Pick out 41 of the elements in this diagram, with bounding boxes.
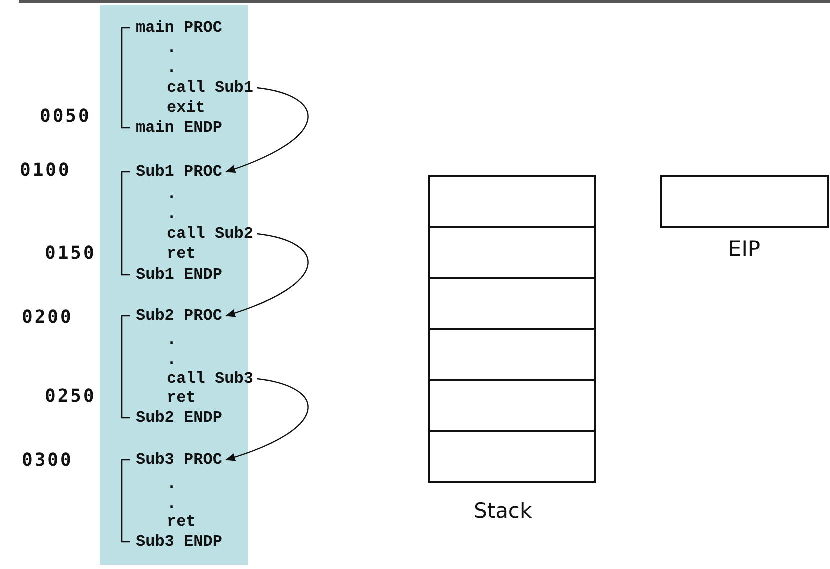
code-line: Sub1 PROC — [136, 162, 222, 182]
code-line: ret — [167, 388, 196, 408]
stack-slot — [428, 328, 596, 381]
code-line: . — [167, 184, 177, 204]
call-arrow — [225, 233, 309, 317]
code-line: . — [167, 474, 177, 494]
code-line: ret — [167, 244, 196, 264]
address-label: 0100 — [20, 160, 72, 182]
code-line: call Sub3 — [167, 369, 254, 389]
address-label: 0050 — [40, 106, 92, 128]
code-line: . — [167, 38, 177, 58]
address-label: 0200 — [22, 307, 74, 329]
call-arrow — [225, 87, 308, 173]
code-line: Sub2 ENDP — [136, 408, 222, 428]
stack-label: Stack — [474, 498, 532, 524]
code-line: Sub1 ENDP — [136, 265, 222, 285]
code-line: main ENDP — [136, 118, 222, 138]
code-line: . — [167, 350, 177, 370]
code-line: Sub2 PROC — [136, 306, 222, 326]
code-line: ret — [167, 512, 196, 532]
stack-slot — [428, 226, 596, 279]
address-label: 0150 — [45, 243, 96, 265]
stack-slot — [428, 379, 596, 432]
code-line: . — [167, 330, 177, 350]
code-line: . — [167, 494, 177, 514]
code-line: main PROC — [136, 18, 222, 38]
stack-slot — [428, 430, 596, 483]
stack-slot — [428, 277, 596, 330]
code-line: . — [167, 58, 177, 78]
code-line: call Sub1 — [167, 78, 254, 98]
code-line: Sub3 ENDP — [136, 532, 222, 552]
address-label: 0250 — [45, 386, 96, 408]
code-line: call Sub2 — [167, 224, 254, 244]
code-line: exit — [167, 98, 206, 118]
call-arrow — [225, 378, 309, 461]
code-line: Sub3 PROC — [136, 450, 222, 470]
register-label: EIP — [727, 236, 762, 262]
register-box — [660, 175, 829, 228]
address-label: 0300 — [22, 450, 74, 472]
code-line: . — [167, 204, 177, 224]
stack-slot — [428, 175, 596, 228]
